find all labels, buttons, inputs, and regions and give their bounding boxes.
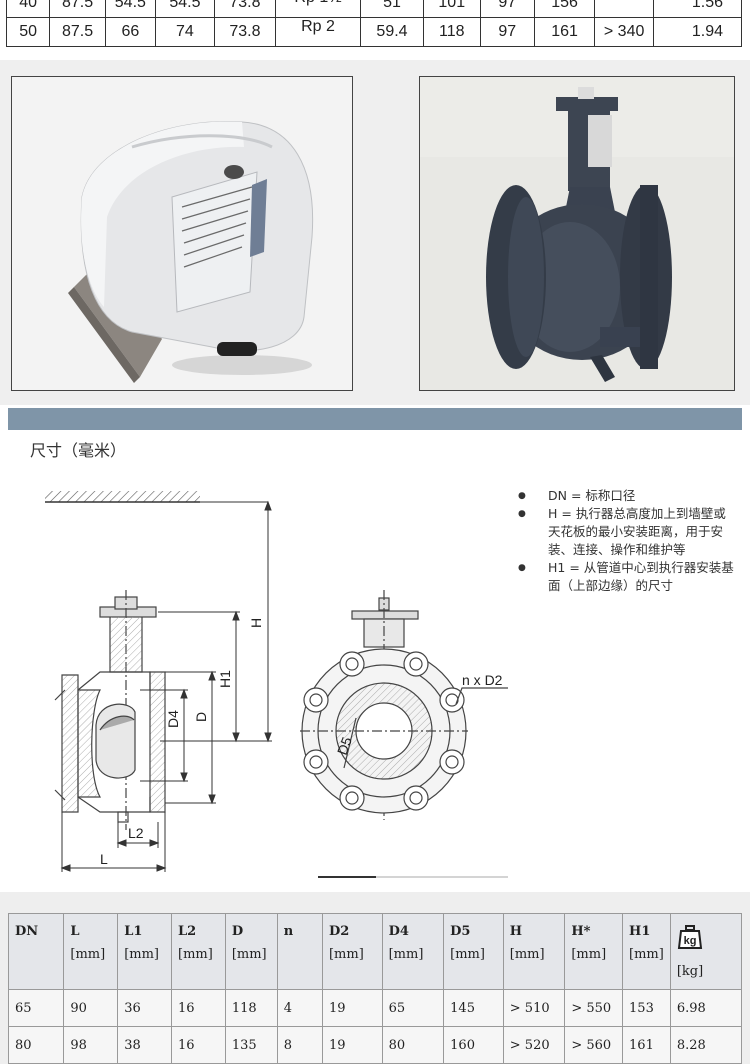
table-cell: 160 (443, 1026, 504, 1064)
header-d: D [mm] (224, 913, 278, 990)
header-d2: D2 [mm] (321, 913, 383, 990)
table-cell: 80 (7, 1026, 65, 1064)
table-cell: > 550 (564, 989, 624, 1027)
section-header-bar (8, 408, 742, 430)
table-cell: 6.98 (669, 989, 743, 1027)
table-cell: 98 (63, 1026, 119, 1064)
top-table-cell: Rp 2 (274, 12, 362, 42)
header-n: n (276, 913, 323, 990)
table-cell: 153 (622, 989, 671, 1027)
actuator-photo (11, 76, 353, 391)
dimensions-title: 尺寸（毫米） (30, 441, 127, 460)
table-cell: 118 (224, 989, 278, 1027)
top-table-cell: 74 (154, 17, 215, 47)
top-table-cell: 66 (104, 17, 156, 47)
label-D5: D5 (334, 735, 355, 757)
header-dn: DN (7, 913, 65, 990)
header-unit: [kg] (676, 964, 704, 979)
header-label: H (509, 924, 523, 939)
dimensions-table: DN L [mm] L1 [mm] L2 [mm] D [mm] n D2 [mm] D4 [mm] D5 [… (7, 913, 743, 1064)
header-label: DN (15, 924, 39, 939)
header-h1: H1 [mm] (622, 913, 671, 990)
table-cell: 161 (622, 1026, 671, 1064)
top-table-cell: 1.94 (652, 17, 743, 47)
table-cell: 19 (321, 989, 383, 1027)
table-cell: > 520 (502, 1026, 566, 1064)
dimension-notes: DN = 标称口径 H = 执行器总高度加上到墙壁或天花板的最小安装距离，用于安… (518, 487, 736, 595)
header-unit: [mm] (124, 947, 160, 962)
table-cell: 65 (381, 989, 445, 1027)
header-unit: [mm] (328, 947, 364, 962)
label-L2: L2 (128, 825, 144, 841)
header-l1: L1 [mm] (117, 913, 173, 990)
header-unit: [mm] (509, 947, 545, 962)
header-label: D (231, 924, 244, 939)
label-D4: D4 (165, 710, 181, 728)
header-label: D5 (450, 924, 471, 939)
dimension-drawing: H H1 D D4 L2 L (45, 491, 508, 878)
header-kg: kg [kg] (669, 913, 743, 990)
table-cell: 135 (224, 1026, 278, 1064)
header-l: L [mm] (63, 913, 119, 990)
label-nxD2: n x D2 (462, 672, 503, 688)
table-cell: > 560 (564, 1026, 624, 1064)
note-dn: DN = 标称口径 (518, 487, 736, 505)
table-cell: 4 (276, 989, 323, 1027)
note-h: H = 执行器总高度加上到墙壁或天花板的最小安装距离，用于安装、连接、操作和维护… (518, 505, 736, 559)
top-table-cell: 118 (422, 17, 481, 47)
top-table-cell: 161 (533, 17, 596, 47)
top-table-cell: 50 (5, 17, 51, 47)
label-L: L (100, 851, 108, 867)
table-cell: 38 (117, 1026, 173, 1064)
header-label: H* (571, 924, 591, 939)
header-h: H [mm] (502, 913, 566, 990)
header-unit: [mm] (178, 947, 213, 962)
top-table-cell: 59.4 (360, 17, 424, 47)
table-cell: 80 (381, 1026, 445, 1064)
header-label: L1 (124, 924, 143, 939)
header-label: D2 (328, 924, 350, 939)
header-unit: [mm] (70, 947, 106, 962)
table-cell: 36 (117, 989, 173, 1027)
weight-icon: kg (677, 924, 703, 954)
table-cell: > 510 (502, 989, 566, 1027)
header-label: L (70, 924, 80, 939)
table-cell: 16 (171, 1026, 226, 1064)
header-unit: [mm] (629, 947, 664, 962)
header-label: L2 (178, 924, 197, 939)
header-unit: [mm] (571, 947, 607, 962)
top-table-cell: > 340 (594, 17, 654, 47)
table-cell: 8.28 (669, 1026, 743, 1064)
table-cell: 16 (171, 989, 226, 1027)
note-h1: H1 = 从管道中心到执行器安装基面（上部边缘）的尺寸 (518, 559, 736, 595)
label-H: H (248, 618, 264, 628)
table-cell: 65 (7, 989, 65, 1027)
header-l2: L2 [mm] (171, 913, 226, 990)
header-unit: [mm] (388, 947, 424, 962)
header-unit: [mm] (450, 947, 485, 962)
table-cell: 145 (443, 989, 504, 1027)
header-d4: D4 [mm] (381, 913, 445, 990)
table-cell: 19 (321, 1026, 383, 1064)
valve-photo (419, 76, 735, 391)
svg-text:kg: kg (683, 935, 696, 947)
table-cell: 8 (276, 1026, 323, 1064)
label-H1: H1 (217, 670, 233, 688)
header-unit: [mm] (231, 947, 267, 962)
header-label: D4 (388, 924, 409, 939)
header-label: n (283, 924, 294, 939)
header-d5: D5 [mm] (443, 913, 504, 990)
table-cell: 90 (63, 989, 119, 1027)
top-table-cell: 87.5 (49, 17, 106, 47)
header-h-star: H* [mm] (564, 913, 624, 990)
header-label: H1 (629, 924, 651, 939)
label-D: D (193, 712, 209, 722)
